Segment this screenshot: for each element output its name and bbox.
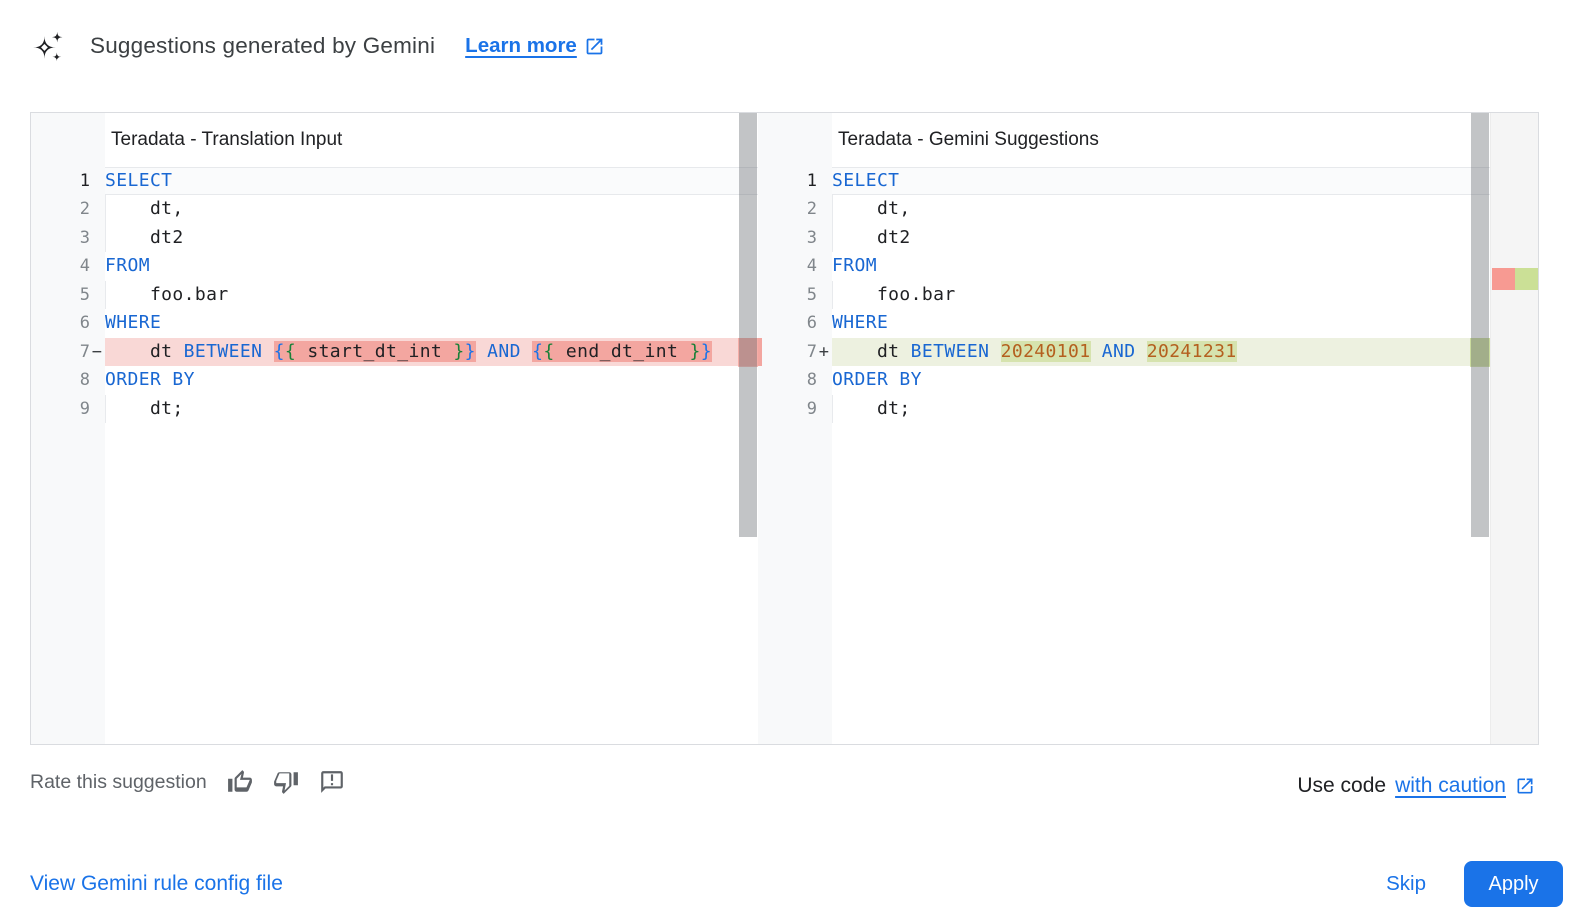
line-number: 6 bbox=[758, 309, 832, 338]
code-line[interactable]: 9 dt; bbox=[31, 394, 758, 423]
line-number: 2 bbox=[758, 195, 832, 224]
apply-button[interactable]: Apply bbox=[1464, 861, 1563, 907]
deleted-line-marker bbox=[758, 337, 762, 367]
line-number: 5 bbox=[758, 280, 832, 310]
diff-sign: + bbox=[818, 341, 829, 362]
open-in-new-icon bbox=[584, 36, 605, 57]
line-number: 7− bbox=[31, 337, 105, 367]
gutter-header bbox=[31, 113, 105, 167]
with-caution-link[interactable]: with caution bbox=[1395, 774, 1506, 797]
line-number: 4 bbox=[31, 252, 105, 281]
header: Suggestions generated by Gemini Learn mo… bbox=[30, 24, 605, 68]
thumb-up-button[interactable] bbox=[227, 769, 253, 795]
code-line[interactable]: 9 dt; bbox=[758, 394, 1490, 423]
line-number: 1 bbox=[31, 167, 105, 196]
scrollbar-thumb[interactable] bbox=[739, 113, 757, 537]
rate-suggestion-row: Rate this suggestion bbox=[30, 766, 345, 798]
scrollbar-thumb[interactable] bbox=[1471, 113, 1489, 537]
line-number: 9 bbox=[758, 394, 832, 423]
pane-title-row: Teradata - Translation Input bbox=[31, 113, 758, 167]
line-number: 3 bbox=[31, 223, 105, 253]
line-number: 3 bbox=[758, 223, 832, 253]
line-number: 8 bbox=[31, 366, 105, 395]
line-number: 6 bbox=[31, 309, 105, 338]
ruler-added-mark bbox=[1515, 268, 1538, 290]
feedback-button[interactable] bbox=[319, 769, 345, 795]
gutter-header bbox=[758, 113, 832, 167]
skip-button[interactable]: Skip bbox=[1386, 872, 1426, 895]
line-number: 9 bbox=[31, 394, 105, 423]
right-scrollbar[interactable] bbox=[1470, 113, 1490, 744]
page-title: Suggestions generated by Gemini bbox=[90, 33, 436, 58]
feedback-icon bbox=[319, 769, 345, 795]
diff-sign: − bbox=[91, 341, 102, 362]
line-number: 1 bbox=[758, 167, 832, 196]
use-code-caution: Use code with caution bbox=[1297, 770, 1535, 802]
line-number: 8 bbox=[758, 366, 832, 395]
code-line[interactable]: 2 dt, bbox=[31, 195, 758, 224]
learn-more-link[interactable]: Learn more bbox=[465, 34, 605, 58]
pane-title: Teradata - Translation Input bbox=[105, 113, 758, 167]
code-line[interactable]: 7+ dt BETWEEN 20240101 AND 20241231 bbox=[758, 337, 1490, 367]
code-line[interactable]: 2 dt, bbox=[758, 195, 1490, 224]
editor-empty-area bbox=[31, 422, 758, 744]
ruler-removed-mark bbox=[1492, 268, 1515, 290]
line-number: 5 bbox=[31, 280, 105, 310]
gemini-sparkle-icon bbox=[30, 28, 66, 64]
code-line[interactable]: 3 dt2 bbox=[31, 223, 758, 253]
rate-label: Rate this suggestion bbox=[30, 770, 207, 793]
line-number: 7+ bbox=[758, 337, 832, 367]
line-number: 2 bbox=[31, 195, 105, 224]
thumb-down-button[interactable] bbox=[273, 769, 299, 795]
code-line[interactable]: 5 foo.bar bbox=[31, 280, 758, 310]
pane-title: Teradata - Gemini Suggestions bbox=[832, 113, 1490, 167]
action-buttons: Skip Apply bbox=[1384, 861, 1563, 907]
thumb-up-icon bbox=[227, 769, 253, 795]
pane-title-row: Teradata - Gemini Suggestions bbox=[758, 113, 1490, 167]
scrollbar-added-decoration bbox=[1470, 338, 1490, 367]
view-rule-config-link[interactable]: View Gemini rule config file bbox=[30, 872, 283, 895]
diff-overview-ruler[interactable] bbox=[1490, 113, 1538, 744]
open-in-new-icon bbox=[1515, 776, 1535, 796]
line-number: 4 bbox=[758, 252, 832, 281]
code-line[interactable]: 7− dt BETWEEN {{ start_dt_int }} AND {{ … bbox=[31, 337, 758, 367]
code-line[interactable]: 3 dt2 bbox=[758, 223, 1490, 253]
code-line[interactable]: 5 foo.bar bbox=[758, 280, 1490, 310]
editor-empty-area bbox=[758, 422, 1490, 744]
use-code-text: Use code bbox=[1297, 774, 1387, 797]
scrollbar-removed-decoration bbox=[738, 338, 758, 367]
thumb-down-icon bbox=[273, 769, 299, 795]
left-scrollbar[interactable] bbox=[738, 113, 758, 744]
